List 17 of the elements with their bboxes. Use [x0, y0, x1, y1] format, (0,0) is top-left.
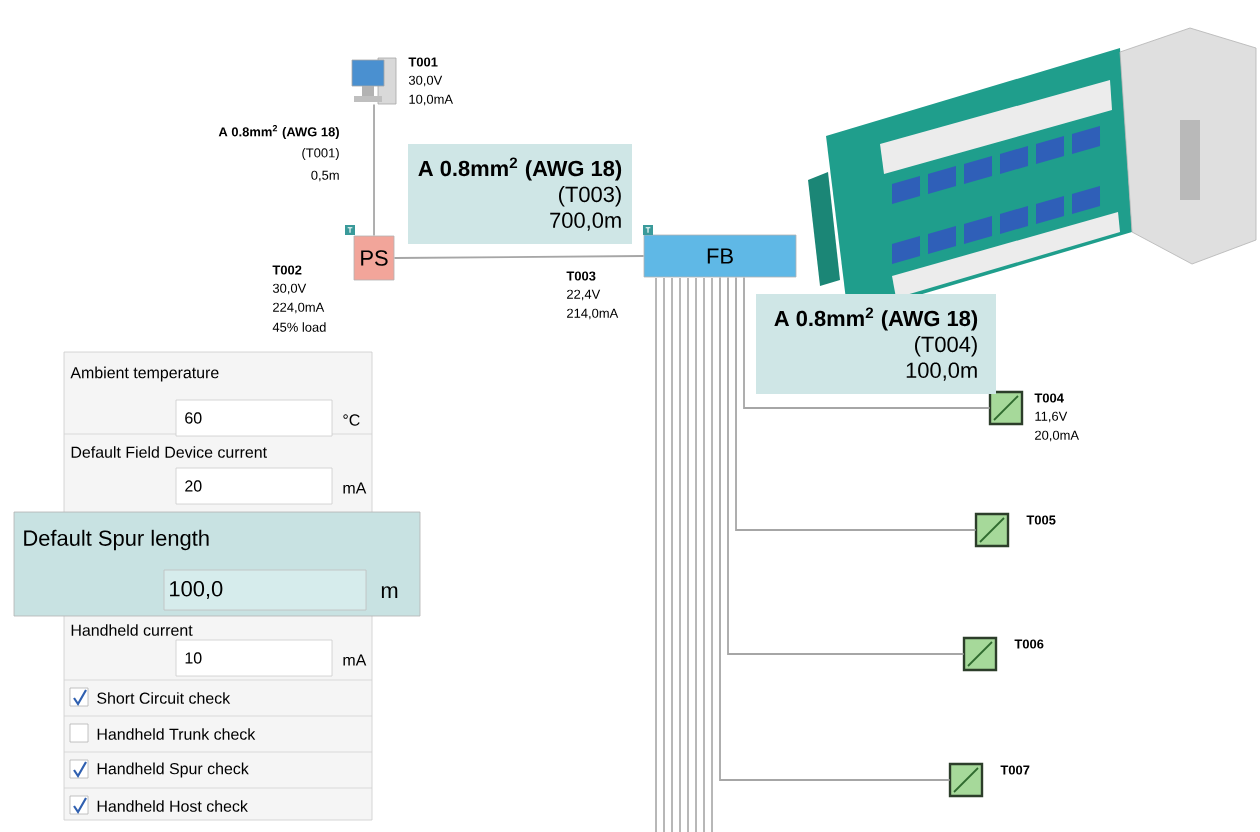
cable-line	[743, 276, 991, 409]
cable-info-box: A 0.8mm$^{2}$ (AWG 18) (T004) 100,0m	[756, 294, 996, 394]
power-supply-box: PS	[353, 235, 395, 281]
input-field: 100,0	[163, 569, 367, 611]
cable-line	[373, 103, 375, 237]
computer-icon	[351, 57, 397, 105]
cable-line	[735, 276, 977, 531]
cable-info-box: A 0.8mm$^{2}$ (AWG 18) (T003) 700,0m	[408, 144, 632, 244]
field-device-icon	[948, 762, 984, 798]
unit-label: m	[381, 586, 398, 598]
field-device-icon	[974, 512, 1010, 548]
field-device-icon	[988, 390, 1024, 426]
cable-line	[727, 276, 965, 655]
fieldbus-box: FB	[643, 234, 797, 278]
cable-line	[719, 276, 951, 781]
cable-line	[393, 255, 645, 259]
field-device-icon	[962, 636, 998, 672]
